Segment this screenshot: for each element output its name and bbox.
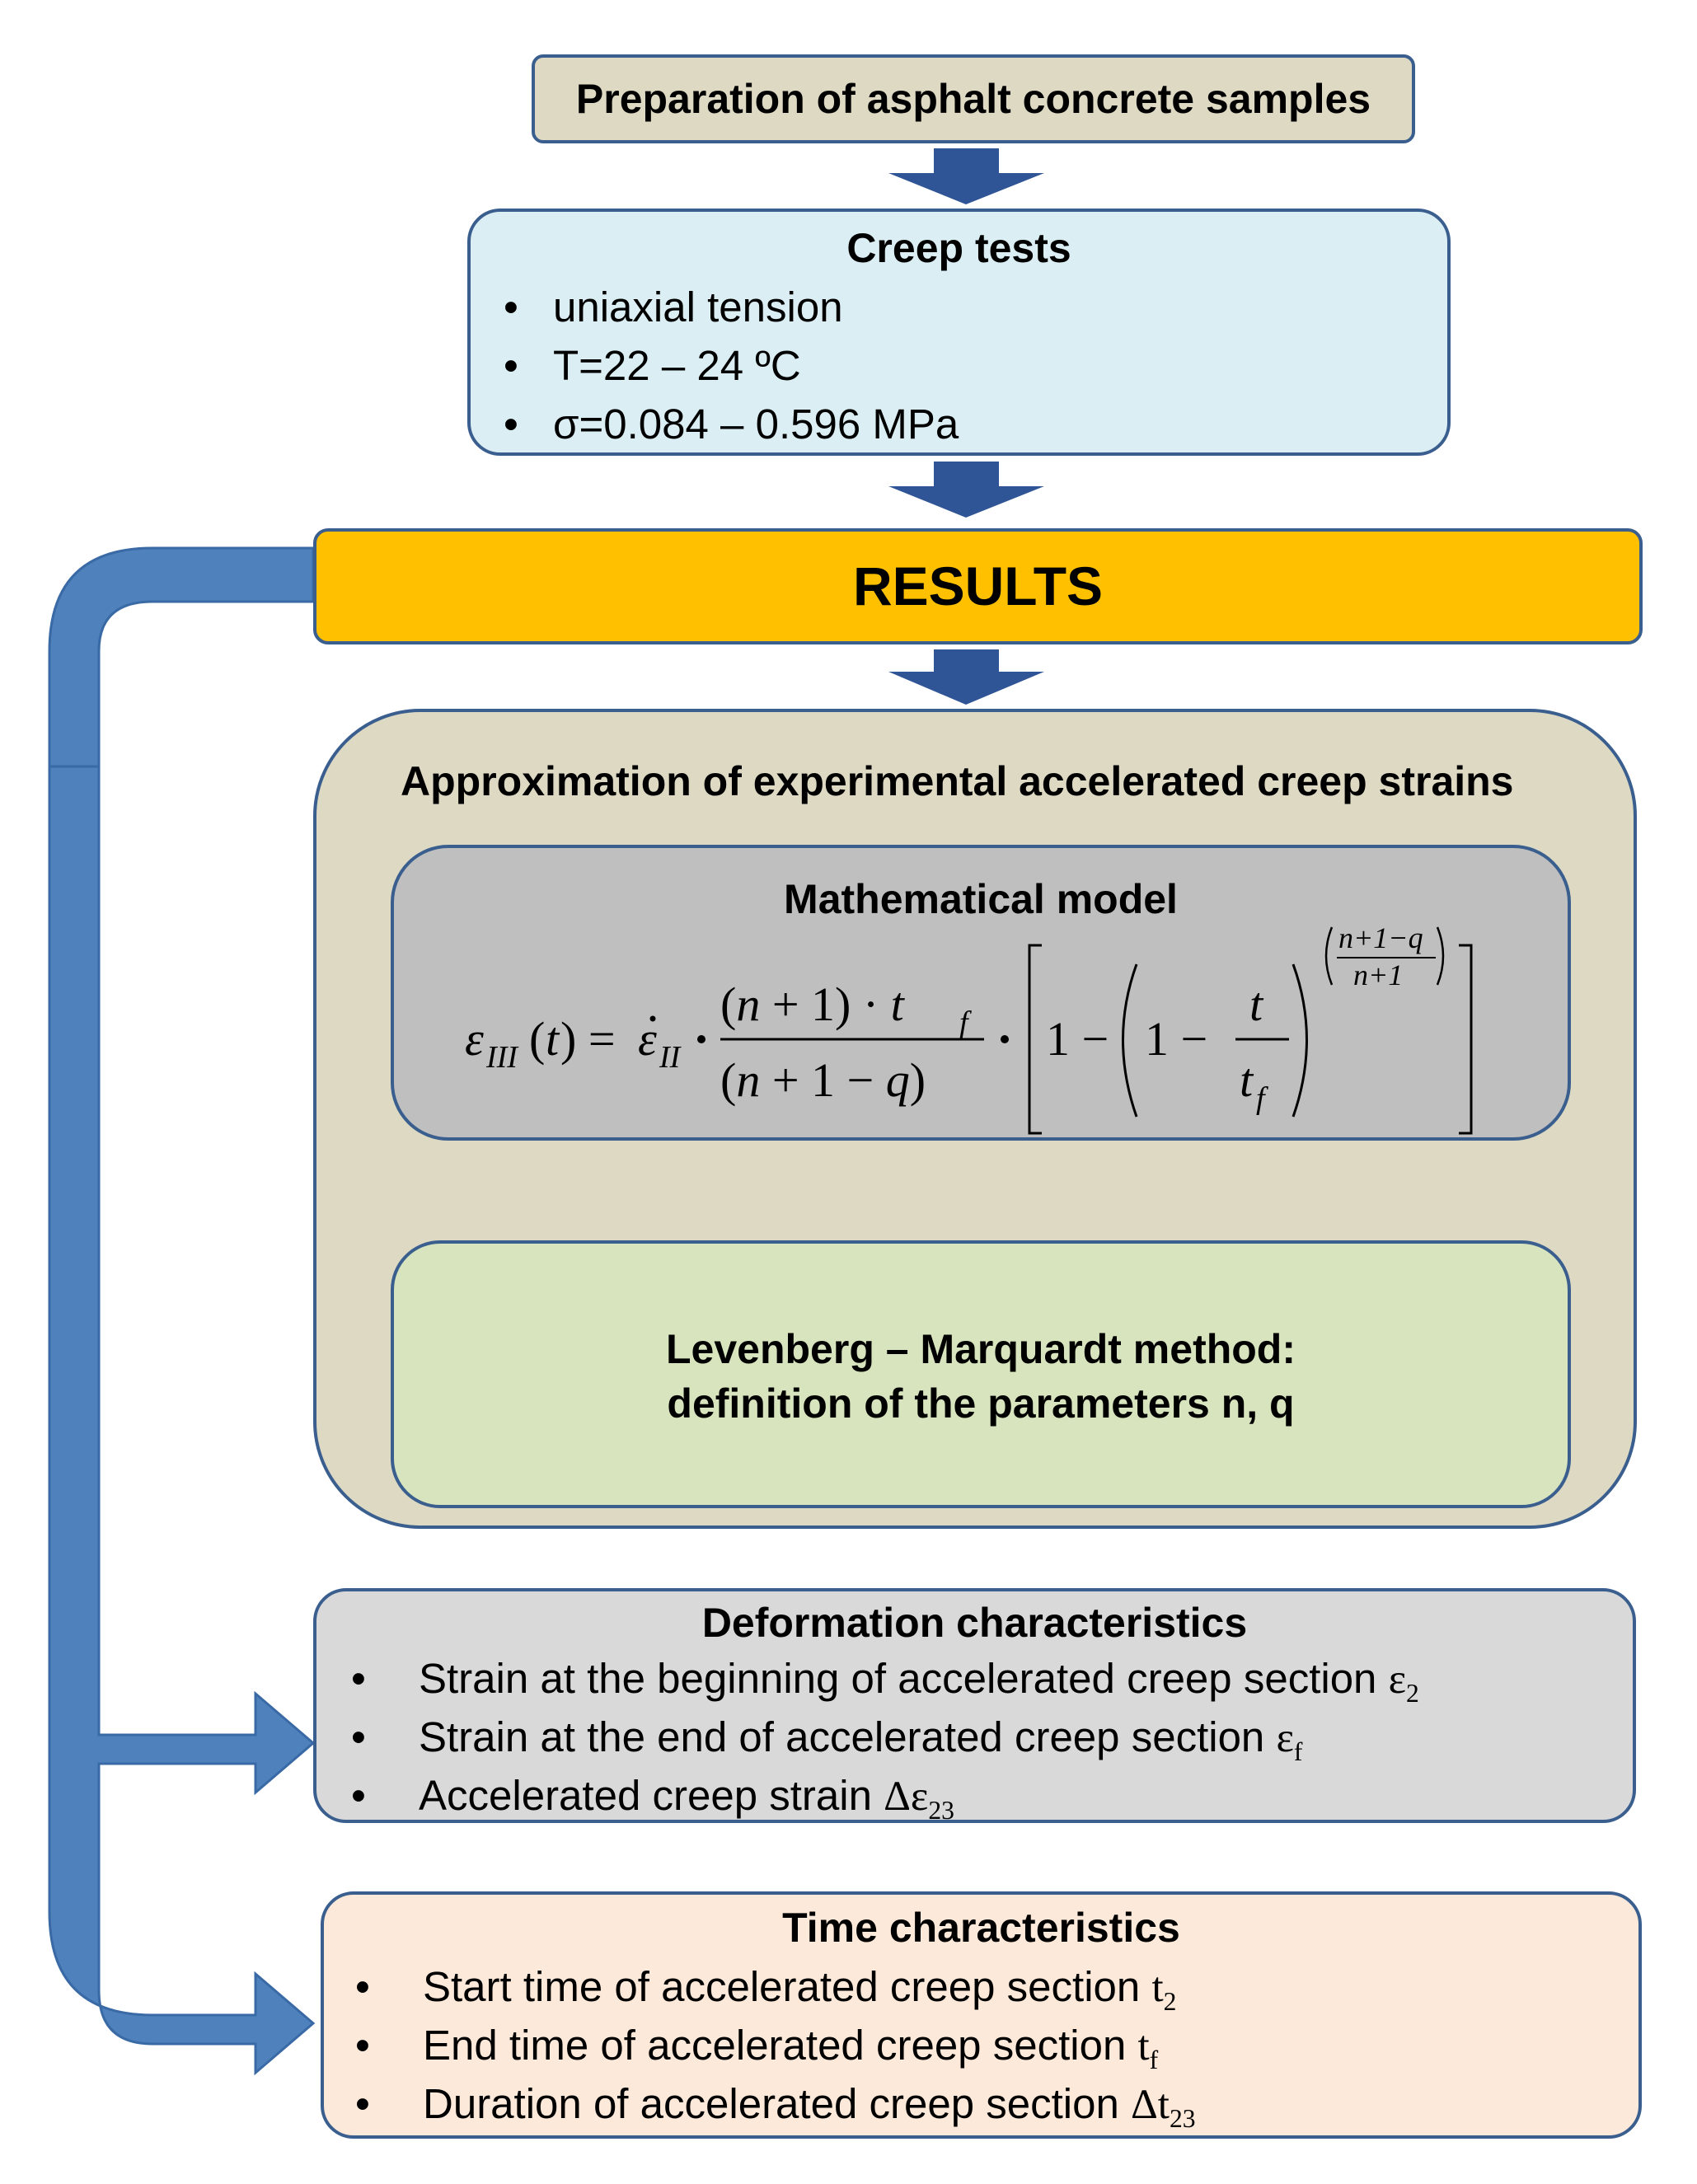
model-formula: ε III ( t ) = ε II (n + 1) · t f (n + 1 … [465,921,1473,1135]
creep-tests-list: •uniaxial tension •T=22 – 24 ºC •σ=0.084… [504,278,1410,453]
time-list: •Start time of accelerated creep section… [355,1957,1624,2133]
down-arrow-1 [888,148,1044,204]
math-model-box: Mathematical model ε III ( t ) = ε II (n… [391,845,1571,1141]
list-item: •Duration of accelerated creep section Δ… [355,2074,1624,2133]
svg-text:t: t [1249,977,1264,1031]
side-feedback-arrow [48,546,316,2076]
list-item: •Strain at the beginning of accelerated … [351,1649,1620,1708]
bullet-icon: • [355,1963,370,2010]
preparation-title: Preparation of asphalt concrete samples [575,76,1371,122]
list-item: •Accelerated creep strain Δε23 [351,1766,1620,1825]
results-title: RESULTS [852,555,1104,616]
formula-denominator: (n + 1 − q) [720,1053,926,1107]
svg-text:t: t [1240,1053,1254,1107]
svg-text:III: III [485,1040,519,1075]
svg-text:f: f [1256,1081,1268,1116]
math-model-title: Mathematical model [784,876,1178,922]
bullet-icon: • [351,1772,366,1819]
bullet-icon: • [351,1655,366,1702]
svg-text:f: f [959,1005,972,1040]
list-item: •T=22 – 24 ºC [504,336,1410,395]
down-arrow-3 [888,649,1044,705]
list-item: •σ=0.084 – 0.596 MPa [504,395,1410,453]
formula-epsilon-dot-II: ε [638,1012,657,1066]
bullet-icon: • [355,2022,370,2069]
svg-text:1 −: 1 − [1145,1012,1207,1066]
deformation-title: Deformation characteristics [701,1600,1248,1646]
time-title: Time characteristics [782,1905,1180,1951]
lm-line-1: Levenberg – Marquardt method: [666,1326,1296,1372]
deformation-list: •Strain at the beginning of accelerated … [351,1649,1620,1825]
formula-numerator: (n + 1) · t [720,977,906,1031]
svg-text:t: t [546,1012,560,1066]
list-item: •Strain at the end of accelerated creep … [351,1708,1620,1766]
svg-text:II: II [659,1040,682,1075]
bullet-icon: • [355,2080,370,2127]
bullet-icon: • [504,401,518,448]
creep-tests-box: Creep tests •uniaxial tension •T=22 – 24… [467,209,1451,456]
svg-text:n+1: n+1 [1353,958,1403,991]
bullet-icon: • [504,342,518,389]
svg-text:(: ( [529,1012,545,1066]
preparation-box: Preparation of asphalt concrete samples [532,54,1415,143]
list-item: •End time of accelerated creep section t… [355,2016,1624,2074]
approximation-title: Approximation of experimental accelerate… [401,758,1514,804]
formula-exponent: n+1−q [1338,921,1423,954]
formula-epsilon-III: ε [465,1012,484,1066]
list-item: •uniaxial tension [504,278,1410,336]
lm-line-2: definition of the parameters n, q [667,1380,1295,1427]
down-arrow-2 [888,462,1044,518]
svg-text:1 −: 1 − [1046,1012,1109,1066]
svg-text:) =: ) = [560,1012,616,1066]
deformation-characteristics-box: Deformation characteristics •Strain at t… [313,1588,1636,1823]
creep-tests-title: Creep tests [846,225,1071,271]
list-item: •Start time of accelerated creep section… [355,1957,1624,2016]
bullet-icon: • [351,1713,366,1760]
results-box: RESULTS [313,528,1643,644]
bullet-icon: • [504,284,518,330]
levenberg-marquardt-box: Levenberg – Marquardt method: definition… [391,1240,1571,1508]
time-characteristics-box: Time characteristics •Start time of acce… [321,1891,1642,2139]
